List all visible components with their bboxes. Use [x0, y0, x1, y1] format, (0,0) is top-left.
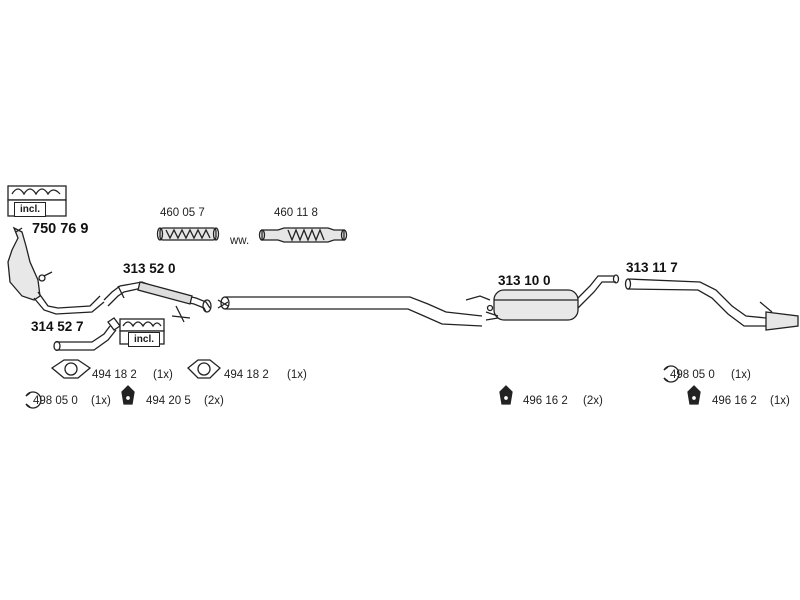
accessory-clamp-qty: (1x) — [91, 395, 111, 407]
included-badge: incl. — [14, 202, 47, 217]
part-number-313117: 313 11 7 — [626, 260, 678, 275]
accessory-clamp-qty: (1x) — [731, 369, 751, 381]
flex-joint-460118-drawing — [258, 227, 348, 243]
rubber-hanger-icon — [499, 385, 513, 405]
accessory-gasket-number: 494 18 2 — [224, 369, 269, 381]
accessory-gasket-number: 494 18 2 — [92, 369, 137, 381]
accessory-clamp-number: 498 05 0 — [670, 369, 715, 381]
alternative-label: ww. — [230, 235, 250, 247]
part-number-460057: 460 05 7 — [160, 207, 205, 219]
part-number-313100: 313 10 0 — [498, 273, 551, 288]
part-number-313520: 313 52 0 — [123, 261, 176, 276]
part-number-314527: 314 52 7 — [31, 319, 84, 334]
intermediate-pipe-drawing — [103, 281, 212, 323]
middle-muffler-drawing — [465, 274, 620, 321]
rubber-hanger-icon — [121, 385, 135, 405]
accessory-hanger-number: 496 16 2 — [523, 395, 568, 407]
part-number-460118: 460 11 8 — [274, 207, 318, 219]
rear-pipe-drawing — [624, 278, 799, 331]
accessory-clamp-number: 498 05 0 — [33, 395, 78, 407]
accessory-hanger-number: 494 20 5 — [146, 395, 191, 407]
front-pipe-drawing — [53, 317, 121, 352]
part-number-750769: 750 76 9 — [32, 221, 89, 237]
accessory-hanger-number: 496 16 2 — [712, 395, 757, 407]
accessory-gasket-qty: (1x) — [153, 369, 173, 381]
included-badge: incl. — [128, 332, 161, 347]
accessory-hanger-qty: (1x) — [770, 395, 790, 407]
catalytic-converter-drawing — [7, 226, 105, 315]
accessory-hanger-qty: (2x) — [583, 395, 603, 407]
middle-pipe-drawing — [217, 296, 483, 327]
rubber-hanger-icon — [687, 385, 701, 405]
gasket-icon — [50, 359, 92, 379]
flex-joint-460057-drawing — [156, 227, 220, 241]
accessory-hanger-qty: (2x) — [204, 395, 224, 407]
clamp-icon — [25, 391, 42, 409]
gasket-icon — [187, 359, 221, 379]
accessory-gasket-qty: (1x) — [287, 369, 307, 381]
clamp-icon — [663, 365, 680, 383]
